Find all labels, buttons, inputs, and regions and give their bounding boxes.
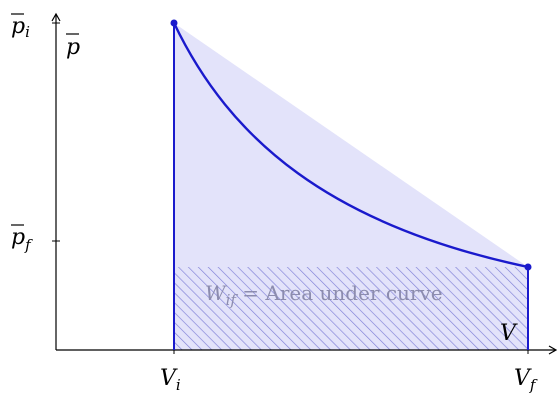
x-axis-label: V (500, 321, 518, 346)
svg-text:pi: pi (11, 14, 30, 41)
final-state-point (524, 263, 532, 271)
y-tick-label-pi: pi (11, 13, 30, 41)
process-curve (172, 22, 529, 269)
x-tick-label-vf: Vf (514, 366, 538, 394)
svg-text:pf: pf (11, 225, 33, 254)
hatched-area (174, 267, 528, 350)
x-tick-label-vi: Vi (160, 366, 181, 394)
y-axis-label: p (66, 35, 80, 60)
x-axis-arrow (548, 345, 557, 355)
y-tick-label-pf: pf (11, 224, 33, 254)
initial-state-point (170, 19, 178, 27)
y-axis-arrow (51, 12, 61, 22)
area-annotation: Wif = Area under curve (205, 281, 443, 309)
